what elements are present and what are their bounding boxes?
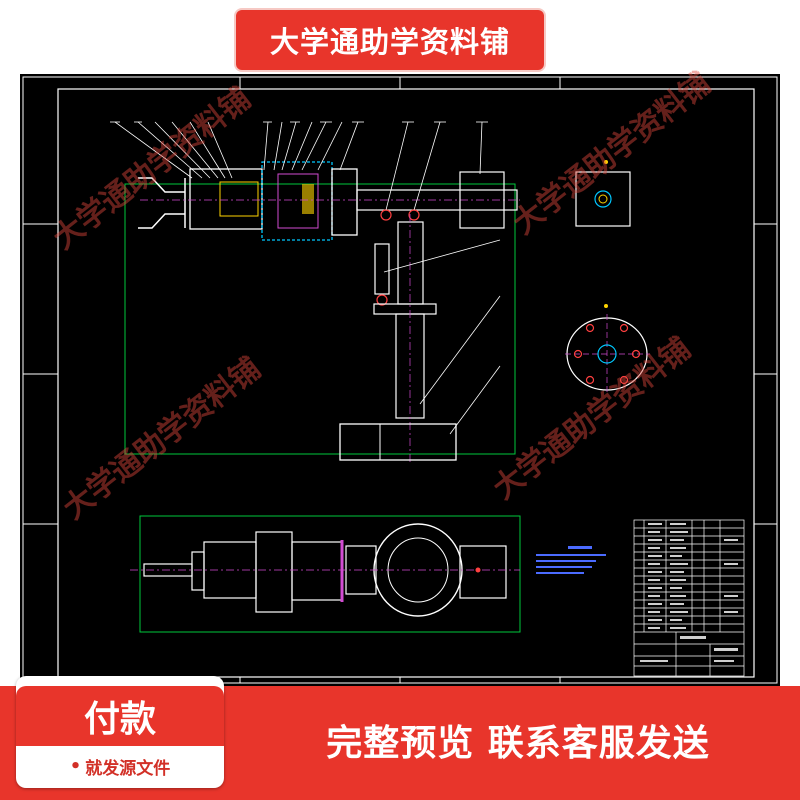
- plan-wrist-plate: [191, 551, 205, 591]
- side-view-hole: [594, 190, 612, 208]
- payment-subtitle: 就发源文件: [85, 758, 171, 779]
- frame-ticks: [23, 77, 777, 683]
- parts-list-text-marks: [640, 523, 738, 662]
- part-leaders: [114, 121, 501, 435]
- plan-pin: [475, 567, 481, 573]
- plan-rotary: [255, 531, 293, 613]
- shaft-detail: [302, 184, 314, 214]
- arm-cylinder-end: [331, 168, 358, 236]
- flange-center-bore: [597, 344, 617, 364]
- parts-list-table: [633, 519, 745, 677]
- wrist-housing: [189, 168, 263, 230]
- rotary-joint-inner: [277, 173, 319, 229]
- payment-card: 付款 • 就发源文件: [16, 676, 224, 788]
- gripper-fingers: [138, 177, 186, 229]
- horizontal-arm: [356, 189, 518, 211]
- side-view-mark: [604, 160, 608, 164]
- pivot-left: [380, 209, 392, 221]
- column-flange: [373, 303, 437, 315]
- lift-pivot: [376, 294, 388, 306]
- shop-banner: 大学通助学资料铺: [236, 10, 544, 70]
- payment-subtitle-row: • 就发源文件: [16, 748, 224, 784]
- technical-notes: [536, 546, 606, 574]
- side-view-plate: [575, 171, 631, 227]
- payment-title: 付款: [16, 686, 224, 746]
- bullet-icon: •: [69, 755, 82, 777]
- inner-border: [57, 88, 755, 678]
- rotary-joint: [261, 161, 333, 241]
- cad-drawing-preview: 大学通助学资料铺 大学通助学资料铺 大学通助学资料铺 大学通助学资料铺: [20, 66, 780, 686]
- counterweight: [459, 171, 505, 229]
- contact-notice: 完整预览 联系客服发送: [326, 723, 710, 764]
- wrist-inner: [219, 181, 259, 217]
- lift-cylinder: [374, 243, 390, 295]
- base: [339, 423, 457, 461]
- shop-banner-title: 大学通助学资料铺: [269, 25, 510, 59]
- cad-drawing-svg: [22, 76, 778, 684]
- pivot-right: [408, 209, 420, 221]
- flange-bolt-holes: [573, 323, 641, 385]
- column-upper: [397, 221, 424, 305]
- flange-mark: [604, 304, 608, 308]
- plan-counterweight: [459, 545, 507, 599]
- dimension-box-main: [124, 183, 516, 455]
- plan-cylinder: [291, 541, 343, 601]
- dimension-box-plan: [139, 515, 521, 633]
- side-view-hole-inner: [598, 194, 608, 204]
